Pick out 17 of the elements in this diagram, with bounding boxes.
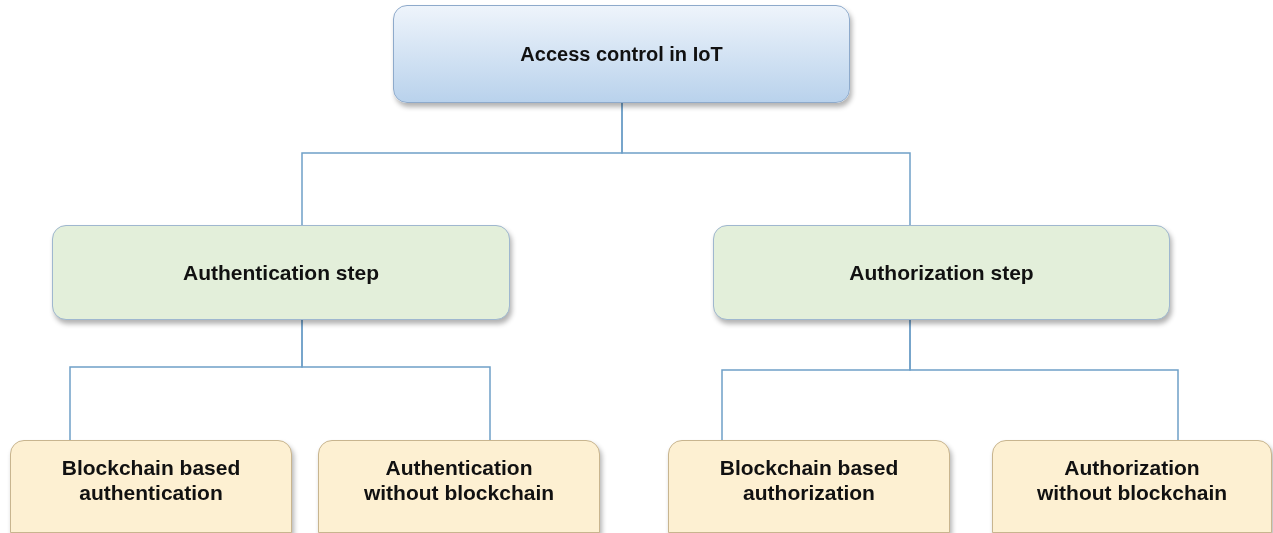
leaf-box [992,440,1272,533]
leaf-box [668,440,950,533]
category-box [713,225,1170,320]
category-box [52,225,510,320]
connector-line [301,319,491,441]
root-box [393,5,850,103]
box-label: Authentication without blockchain [362,455,556,506]
box-label: Blockchain based authentication [60,455,242,506]
connector-line [621,102,911,226]
connector-line [909,319,1179,441]
box-label: Blockchain based authorization [718,455,900,506]
leaf-box [318,440,600,533]
leaf-box [10,440,292,533]
box-label: Authorization without blockchain [1035,455,1229,506]
box-label: Access control in IoT [520,42,723,66]
box-label: Authorization step [849,259,1034,286]
box-label: Authentication step [183,259,379,286]
